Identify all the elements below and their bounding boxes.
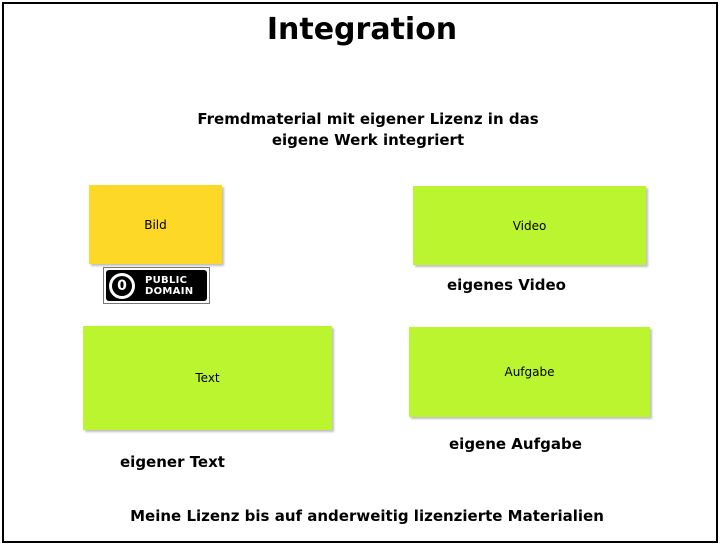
subtitle-line-2: eigene Werk integriert — [271, 131, 465, 149]
bild-box: Bild — [89, 185, 222, 264]
slide-frame — [2, 2, 718, 543]
video-box-label: Video — [512, 218, 547, 233]
caption-aufgabe: eigene Aufgabe — [449, 435, 582, 453]
public-domain-badge: 0 PUBLIC DOMAIN — [103, 267, 210, 304]
aufgabe-box: Aufgabe — [409, 327, 650, 417]
video-box: Video — [413, 186, 646, 265]
badge-line-1: PUBLIC — [145, 274, 188, 286]
slide-footer: Meine Lizenz bis auf anderweitig lizenzi… — [130, 507, 604, 525]
slide-subtitle: Fremdmaterial mit eigener Lizenz in das … — [0, 109, 724, 151]
slide-title: Integration — [266, 12, 458, 47]
aufgabe-box-label: Aufgabe — [504, 365, 555, 379]
caption-video: eigenes Video — [447, 276, 566, 294]
badge-line-2: DOMAIN — [145, 285, 194, 297]
caption-text: eigener Text — [120, 453, 225, 471]
subtitle-line-1: Fremdmaterial mit eigener Lizenz in das — [197, 110, 539, 128]
cc-zero-icon: 0 — [109, 272, 135, 299]
bild-box-label: Bild — [144, 217, 167, 232]
text-box: Text — [83, 326, 332, 430]
text-box-label: Text — [195, 371, 220, 385]
